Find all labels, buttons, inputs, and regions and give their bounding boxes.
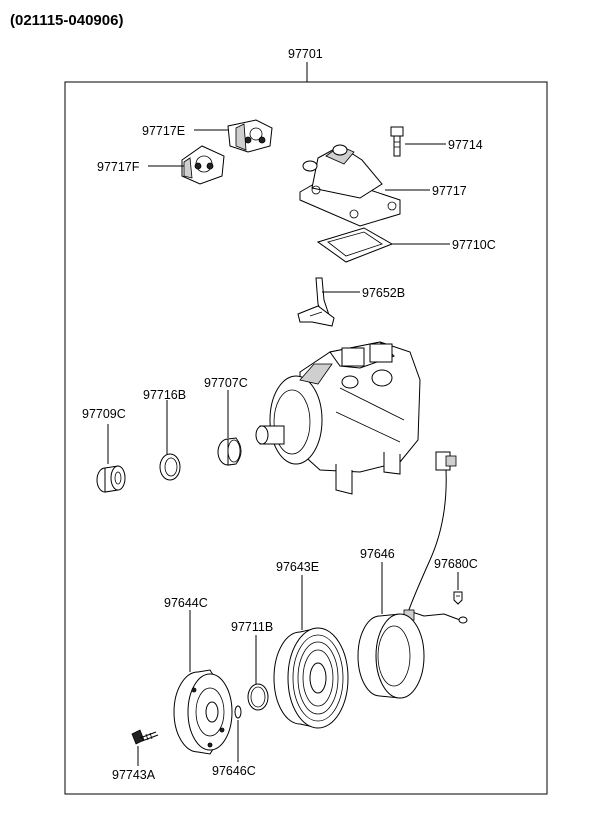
- assembly-label: 97701: [288, 47, 323, 61]
- field-coil-97646: [357, 613, 425, 699]
- label-97652b: 97652B: [362, 286, 405, 300]
- label-97707c: 97707C: [204, 376, 248, 390]
- pulley-97643e: [273, 627, 349, 729]
- label-97710c: 97710C: [452, 238, 496, 252]
- bracket-97652b: [297, 277, 335, 327]
- wire-harness: [403, 451, 468, 624]
- label-97743a: 97743A: [112, 768, 156, 782]
- bolt-97714: [390, 126, 404, 157]
- head-block-97717: [299, 144, 401, 227]
- label-97717: 97717: [432, 184, 467, 198]
- label-97711b: 97711B: [231, 620, 273, 634]
- compressor-body: [255, 341, 421, 495]
- label-97717f: 97717F: [97, 160, 140, 174]
- oring-97716b: [159, 453, 181, 481]
- label-97646: 97646: [360, 547, 395, 561]
- gasket-97710c: [316, 227, 394, 263]
- valve-97717e: [227, 119, 273, 153]
- label-97717e: 97717E: [142, 124, 185, 138]
- label-97646c: 97646C: [212, 764, 256, 778]
- snap-ring-97711b: [247, 683, 269, 711]
- seal-97707c: [217, 437, 242, 466]
- seal-97709c: [96, 465, 126, 493]
- valve-97717f: [181, 145, 225, 185]
- label-97716b: 97716B: [143, 388, 186, 402]
- clutch-hub-97644c: [173, 669, 233, 755]
- bolt-97743a: [131, 729, 159, 745]
- clip-97680c: [453, 591, 463, 605]
- label-97709c: 97709C: [82, 407, 126, 421]
- label-97680c: 97680C: [434, 557, 478, 571]
- assembly-frame: [64, 81, 548, 795]
- label-97714: 97714: [448, 138, 483, 152]
- shim-97646c: [234, 705, 242, 719]
- label-97644c: 97644C: [164, 596, 208, 610]
- label-97643e: 97643E: [276, 560, 319, 574]
- diagram-code: (021115-040906): [10, 12, 124, 29]
